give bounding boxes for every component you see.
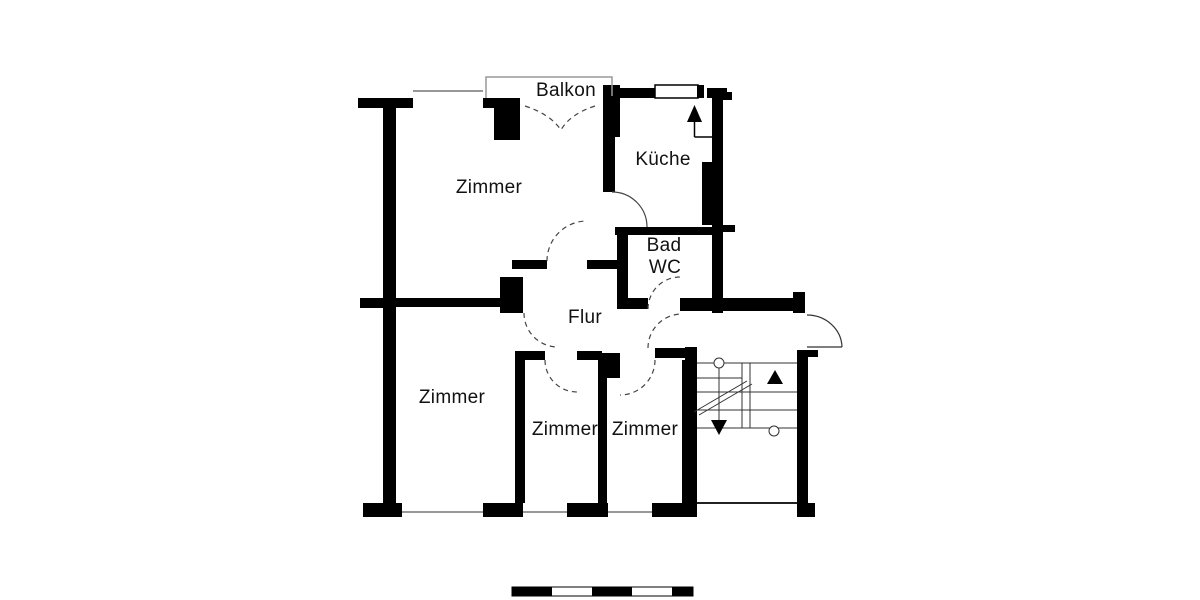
door-kueche [611, 191, 648, 228]
wall-stair-right-tick [808, 350, 818, 357]
kueche-window [654, 84, 704, 99]
windows [402, 90, 797, 513]
room-label-zimmer-right: Zimmer [611, 419, 679, 440]
wall-bad-top [615, 227, 723, 235]
room-label-zimmer-left: Zimmer [418, 387, 486, 408]
wall-bottom-pier-4 [652, 503, 697, 517]
wall-bottom-pier-3 [567, 503, 608, 517]
scale-bar [511, 586, 694, 597]
wall-corridor-bar-end [793, 292, 805, 313]
stair-up-arrow [767, 370, 783, 384]
stair-down-arrow [711, 420, 727, 435]
wall-balcony-left-pier-deep [494, 108, 520, 140]
wall-zimmer-stair [682, 360, 697, 503]
scale-bar-segment [672, 587, 693, 596]
wall-flur-arm [512, 260, 547, 269]
door-zimmer-right [619, 359, 656, 396]
door-entrance-arc [806, 314, 843, 348]
staircase [693, 357, 797, 437]
kitchen-vent-arrow [687, 105, 712, 138]
wall-flur-south-1 [515, 351, 545, 360]
room-label-zimmer-mid: Zimmer [531, 419, 599, 440]
scale-bar-segment [512, 587, 552, 596]
door-balcony-right-leaf [560, 105, 596, 131]
wall-bottom-pier-5 [797, 503, 815, 517]
room-label-kueche: Küche [635, 149, 691, 170]
vent-arrow-head [687, 105, 702, 122]
wall-flur-stub [587, 260, 617, 269]
door-arcs [523, 105, 843, 396]
wall-bad-bottom-left [617, 298, 648, 309]
scale-bar-segment [592, 587, 632, 596]
wall-stair-left-top [685, 347, 697, 360]
wall-kueche-duct [702, 162, 712, 225]
room-label-zimmer-top: Zimmer [455, 177, 523, 198]
wall-right-tick [723, 225, 735, 232]
wall-stair-left-tick [677, 348, 685, 355]
wall-flur-south-3 [655, 348, 697, 358]
door-zimmer-top [546, 220, 588, 262]
stair-break-line [698, 383, 753, 416]
stair-end-circle [768, 425, 780, 437]
wall-zimmer-left-right [515, 351, 525, 503]
door-zimmer-left [523, 312, 559, 348]
wall-divider-block [500, 277, 523, 313]
wall-flur-south-2 [577, 351, 602, 360]
stair-break-line [693, 380, 748, 413]
wall-bad-left [617, 235, 628, 298]
room-label-wc: WC [648, 257, 682, 278]
door-bad [647, 276, 681, 310]
wall-divider-horizontal [383, 298, 503, 307]
wall-kueche-top-left [620, 88, 655, 98]
balcony-railing [485, 76, 613, 98]
door-balcony-left-leaf [524, 105, 562, 131]
wall-zimmer-mid-divider [598, 360, 607, 503]
wall-left-tick [360, 298, 383, 308]
room-label-flur: Flur [568, 307, 602, 328]
wall-right-exterior [712, 92, 723, 313]
walls [358, 85, 818, 517]
wall-corridor-bar [680, 298, 805, 311]
wall-stair-right [797, 350, 808, 507]
room-label-balkon: Balkon [536, 80, 596, 101]
wall-zimmer-kueche [603, 98, 615, 192]
door-zimmer-mid [544, 359, 578, 393]
stair-start-circle [713, 357, 725, 369]
room-label-bad: Bad [646, 235, 682, 256]
wall-bottom-pier-2 [483, 503, 523, 517]
wall-bottom-pier-1 [363, 503, 402, 517]
door-corridor [647, 313, 683, 349]
wall-balcony-left-pier [483, 98, 520, 108]
